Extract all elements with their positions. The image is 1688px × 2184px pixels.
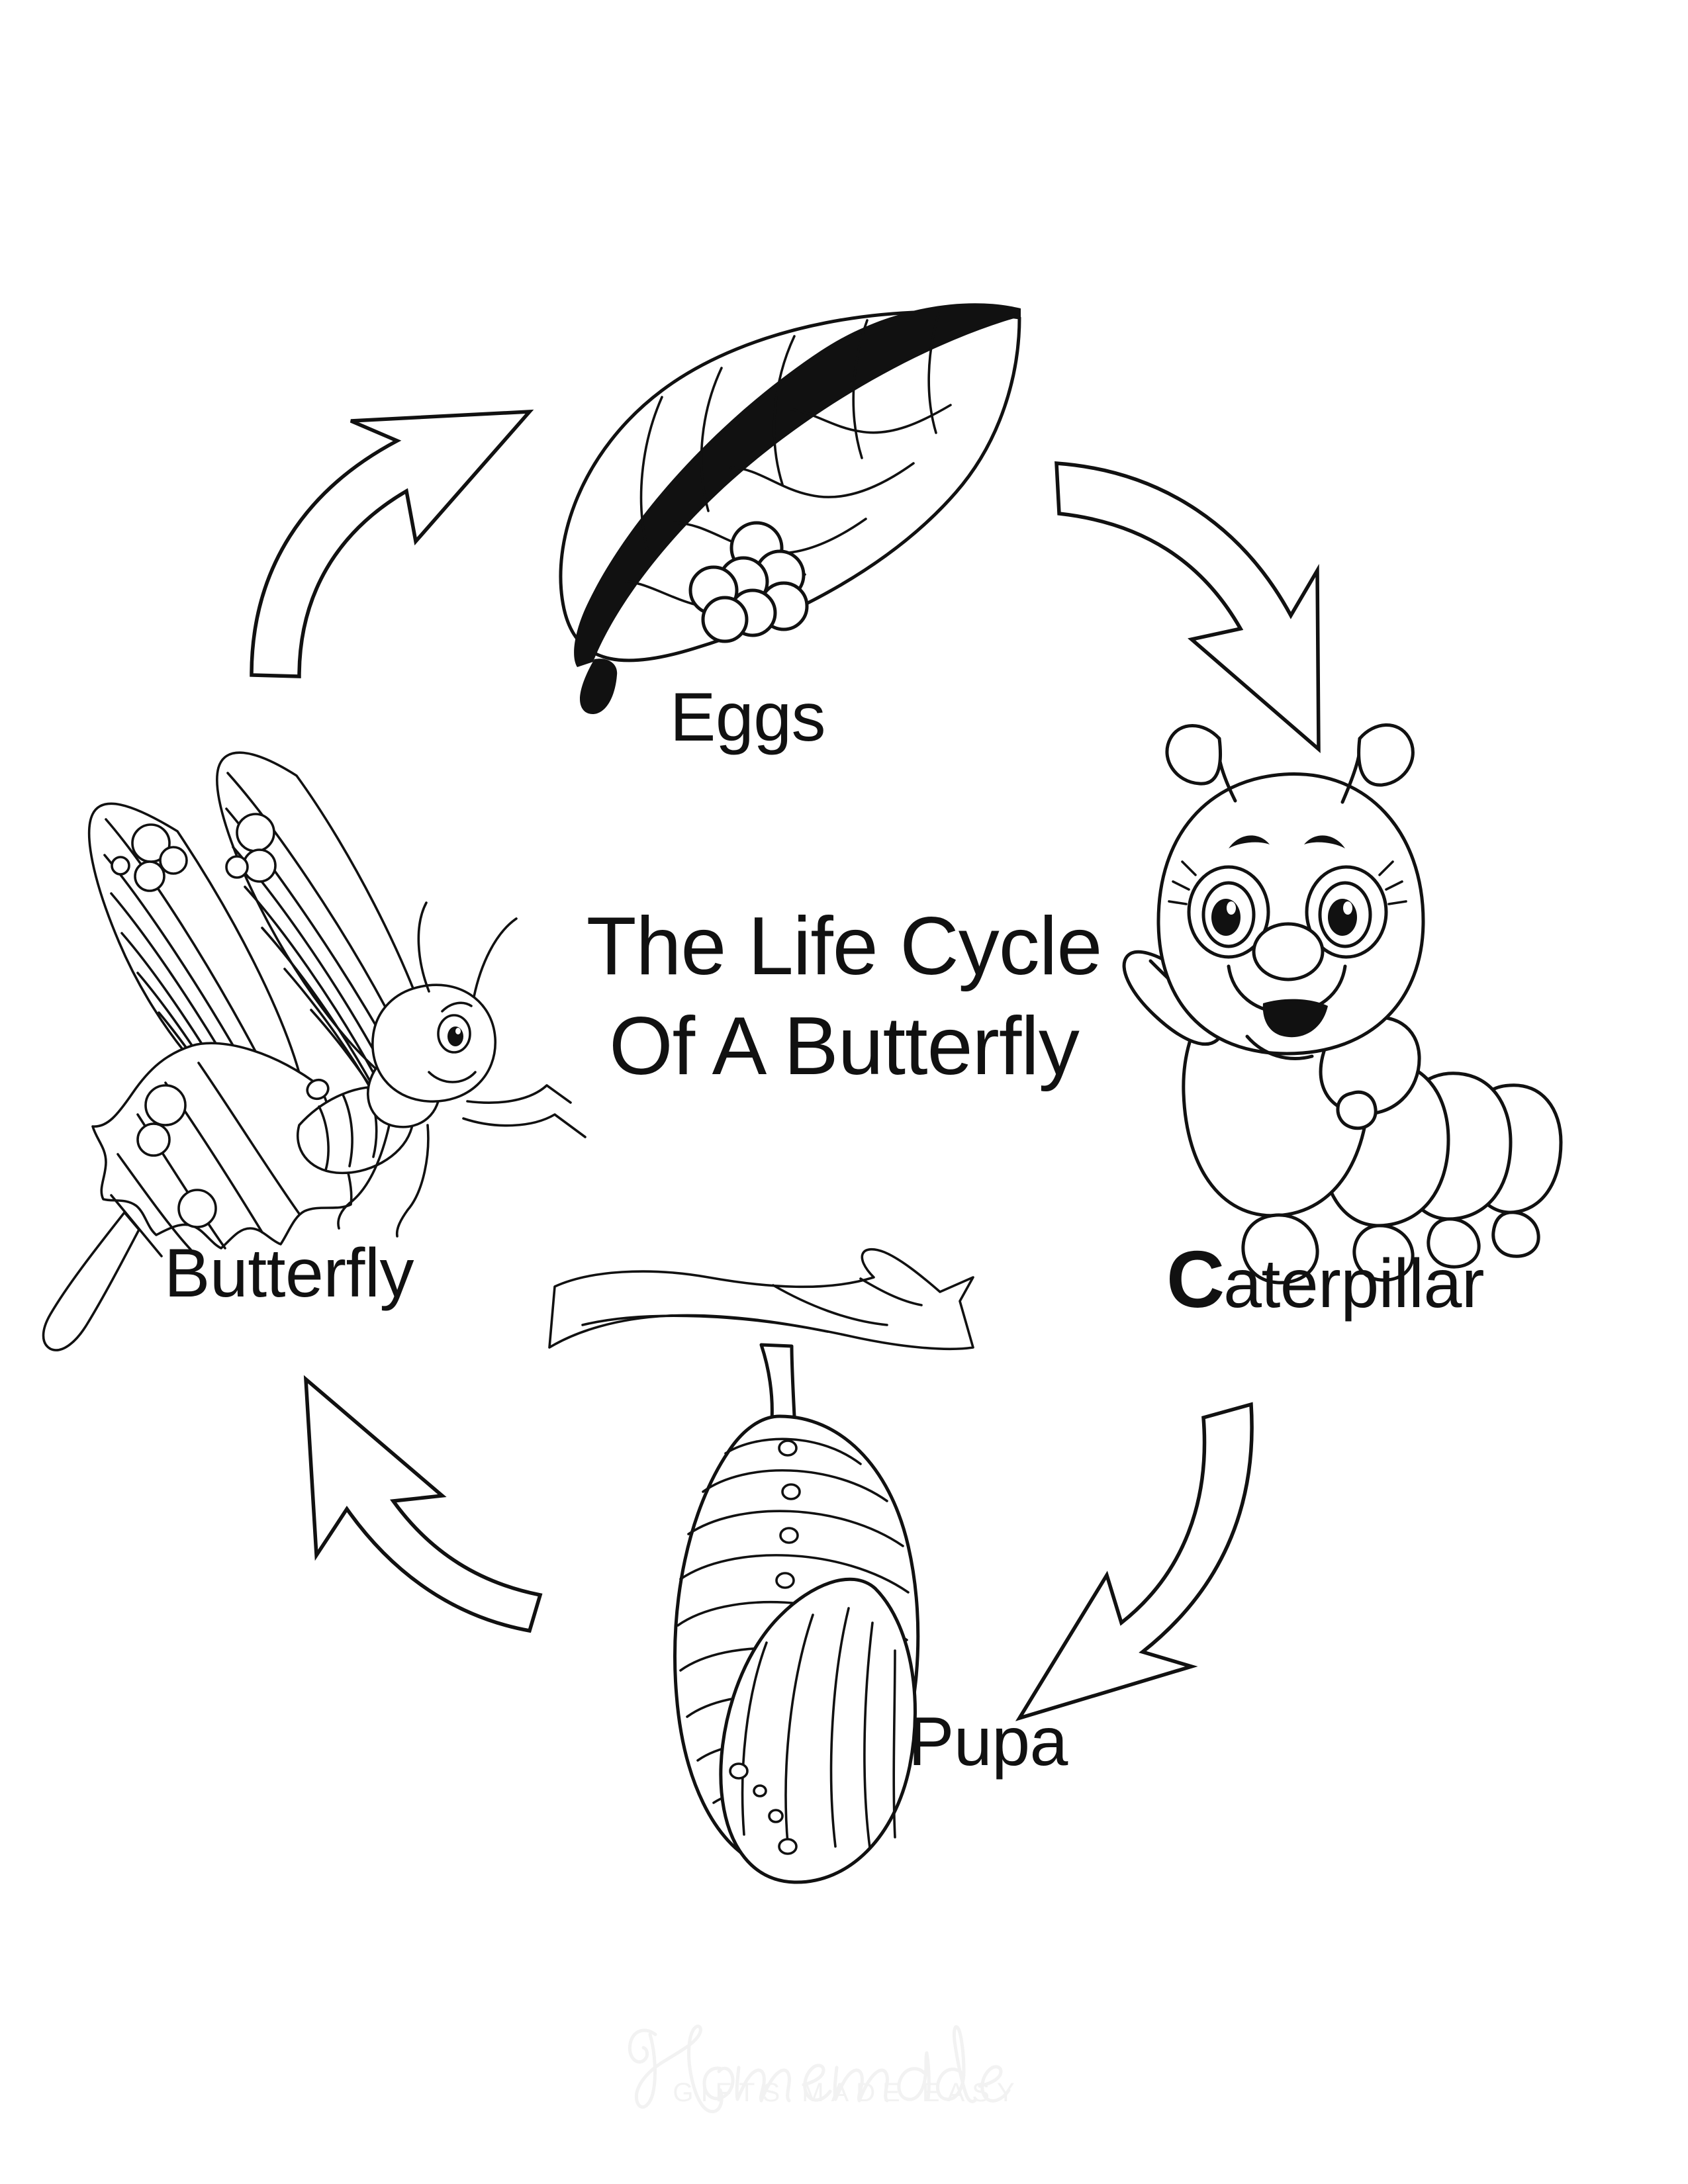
- arrow-caterpillar-to-pupa: [1015, 1402, 1254, 1721]
- stage-label-pupa: Pupa: [908, 1704, 1068, 1780]
- arrow-pupa-to-butterfly: [303, 1375, 543, 1633]
- stage-label-caterpillar-capital: C: [1166, 1234, 1225, 1324]
- arrow-butterfly-to-eggs: [250, 409, 534, 678]
- stage-label-caterpillar: Caterpillar: [1166, 1239, 1484, 1320]
- stage-label-eggs: Eggs: [670, 679, 826, 756]
- page-title-line-2: Of A Butterfly: [609, 1001, 1080, 1093]
- stage-label-caterpillar-rest: aterpillar: [1223, 1246, 1484, 1322]
- page-title: The Life Cycle Of A Butterfly: [503, 897, 1185, 1097]
- stage-label-butterfly: Butterfly: [164, 1235, 414, 1312]
- page-title-line-1: The Life Cycle: [586, 901, 1103, 992]
- arrow-eggs-to-caterpillar: [1055, 461, 1321, 754]
